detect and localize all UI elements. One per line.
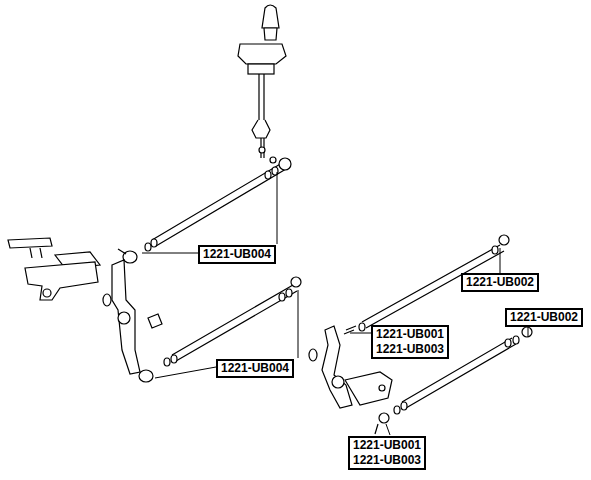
part-number-box: 1221-UB0011221-UB003 [348, 436, 426, 470]
part-number: 1221-UB002 [466, 275, 534, 290]
part-number: 1221-UB003 [376, 342, 444, 357]
part-number-box: 1221-UB004 [198, 245, 276, 264]
part-number: 1221-UB001 [353, 438, 421, 453]
part-number-box: 1221-UB004 [216, 359, 294, 378]
part-number-box: 1221-UB002 [505, 308, 583, 327]
part-number: 1221-UB004 [221, 361, 289, 376]
part-number: 1221-UB003 [353, 453, 421, 468]
part-number: 1221-UB002 [510, 310, 578, 325]
part-number-box: 1221-UB002 [461, 273, 539, 292]
part-number: 1221-UB004 [203, 247, 271, 262]
part-number-box: 1221-UB0011221-UB003 [371, 325, 449, 359]
part-number: 1221-UB001 [376, 327, 444, 342]
